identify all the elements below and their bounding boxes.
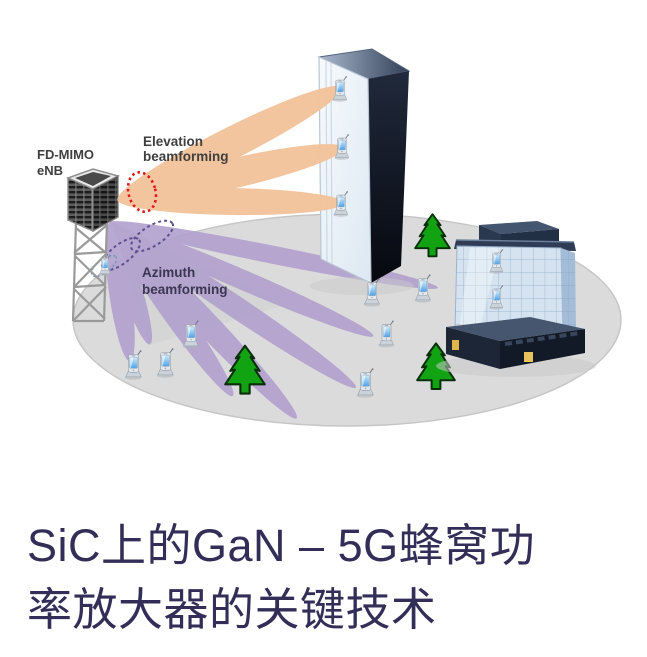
elevation-beam [117,144,344,204]
elevation-beam [117,187,344,216]
azimuth-label-line2: beamforming [142,282,228,297]
antenna-array-icon [65,168,121,233]
office-building-icon [436,221,596,377]
article-title-line1: SiC上的GaN – 5G蜂窝功 [27,520,536,571]
azimuth-beam [110,221,356,389]
azimuth-scan-rings [90,219,175,278]
elevation-label-line1: Elevation [143,134,203,149]
azimuth-beam [105,222,135,362]
article-title-line2: 率放大器的关键技术 [27,584,437,635]
fd-mimo-beamforming-diagram: FD-MIMO eNB Elevation beamforming Azimut… [37,48,622,427]
elevation-label-line2: beamforming [143,149,229,164]
article-title[interactable]: SiC上的GaN – 5G蜂窝功率放大器的关键技术 [27,514,647,642]
azimuth-label-line1: Azimuth [142,265,195,280]
skyscraper-icon [310,48,414,295]
enb-label-line1: FD-MIMO [37,147,94,162]
elevation-beam-group [117,86,344,216]
enb-label-line2: eNB [37,163,63,178]
elevation-beam [117,86,342,202]
elevation-scan-ring [126,171,158,213]
azimuth-beam [110,222,374,337]
azimuth-beam [109,222,234,397]
beamforming-figure: FD-MIMO eNB Elevation beamforming Azimut… [37,48,622,427]
